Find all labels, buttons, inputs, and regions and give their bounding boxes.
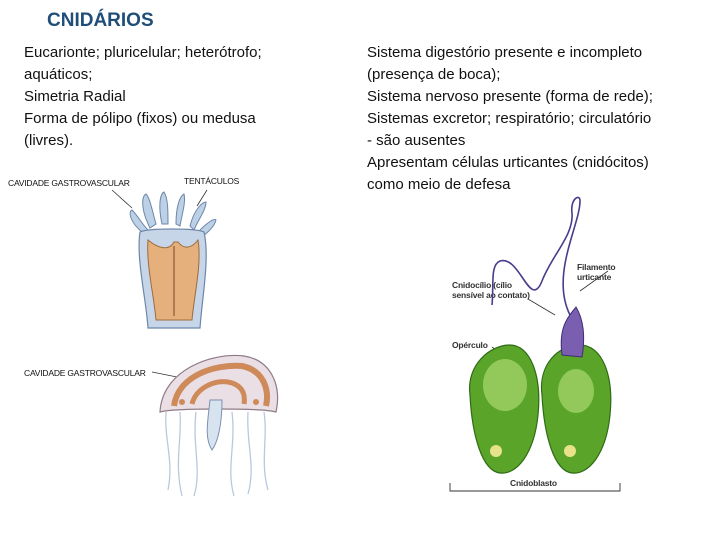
cnidoblast-label: Cnidoblasto: [510, 478, 557, 488]
left-line: aquáticos;: [24, 66, 93, 83]
filament-label: Filamento urticante: [577, 262, 616, 282]
right-line: (presença de boca);: [367, 66, 501, 83]
left-line: Forma de pólipo (fixos) ou medusa: [24, 110, 256, 127]
right-description: Sistema digestório presente e incompleto…: [367, 42, 687, 196]
right-line: Sistema nervoso presente (forma de rede)…: [367, 88, 653, 105]
cnidocil-label: Cnidocílio (cílio sensível ao contato): [452, 280, 530, 300]
operculum-label: Opérculo: [452, 340, 488, 350]
polyp-illustration: [112, 189, 217, 329]
right-line: como meio de defesa: [367, 176, 511, 193]
left-line: Simetria Radial: [24, 88, 126, 105]
tentacles-label: TENTÁCULOS: [184, 176, 240, 186]
right-line: Sistema digestório presente e incompleto: [367, 44, 643, 61]
polyp-cavity-label: CAVIDADE GASTROVASCULAR: [8, 178, 130, 188]
medusa-cavity-label: CAVIDADE GASTROVASCULAR: [24, 368, 146, 378]
left-line: (livres).: [24, 132, 74, 149]
medusa-illustration: [152, 354, 279, 497]
right-line: - são ausentes: [367, 132, 466, 149]
right-line: Apresentam células urticantes (cnidócito…: [367, 154, 649, 171]
right-line: Sistemas excretor; respiratório; circula…: [367, 110, 652, 127]
left-line: Eucarionte; pluricelular; heterótrofo;: [24, 44, 262, 61]
left-description: Eucarionte; pluricelular; heterótrofo; a…: [24, 42, 324, 152]
cnidocyte-illustration: [449, 196, 621, 492]
page-title: CNIDÁRIOS: [47, 10, 154, 31]
